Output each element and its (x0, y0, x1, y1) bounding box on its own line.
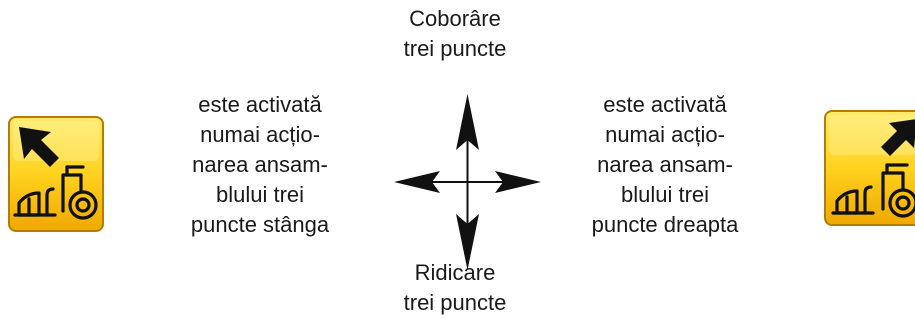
left-description-line-4: blului trei (215, 182, 305, 207)
left-description-line-1: este activată (198, 92, 322, 117)
raise-label-line-2: trei puncte (403, 290, 507, 315)
hitch-right-key-icon (824, 110, 915, 226)
right-description-line-1: este activată (603, 92, 727, 117)
four-way-arrow-icon (394, 94, 541, 270)
right-description-line-3: narea ansam- (597, 152, 733, 177)
right-description-line-4: blului trei (620, 182, 710, 207)
right-description-line-5: puncte dreapta (591, 212, 739, 237)
raise-three-point-label: Ridicare trei puncte (365, 258, 545, 318)
left-description-line-5: puncte stânga (190, 212, 330, 237)
left-description: este activată numai acțio- narea ansam- … (160, 90, 360, 240)
right-description: este activată numai acțio- narea ansam- … (560, 90, 770, 240)
hitch-left-key-icon (8, 116, 104, 232)
raise-label-line-1: Ridicare (414, 260, 496, 285)
lower-label-line-2: trei puncte (403, 36, 507, 61)
left-description-line-3: narea ansam- (192, 152, 328, 177)
lower-three-point-label: Coborâre trei puncte (365, 4, 545, 64)
left-description-line-2: numai acțio- (200, 122, 320, 147)
right-description-line-2: numai acțio- (605, 122, 725, 147)
lower-label-line-1: Coborâre (409, 6, 501, 31)
